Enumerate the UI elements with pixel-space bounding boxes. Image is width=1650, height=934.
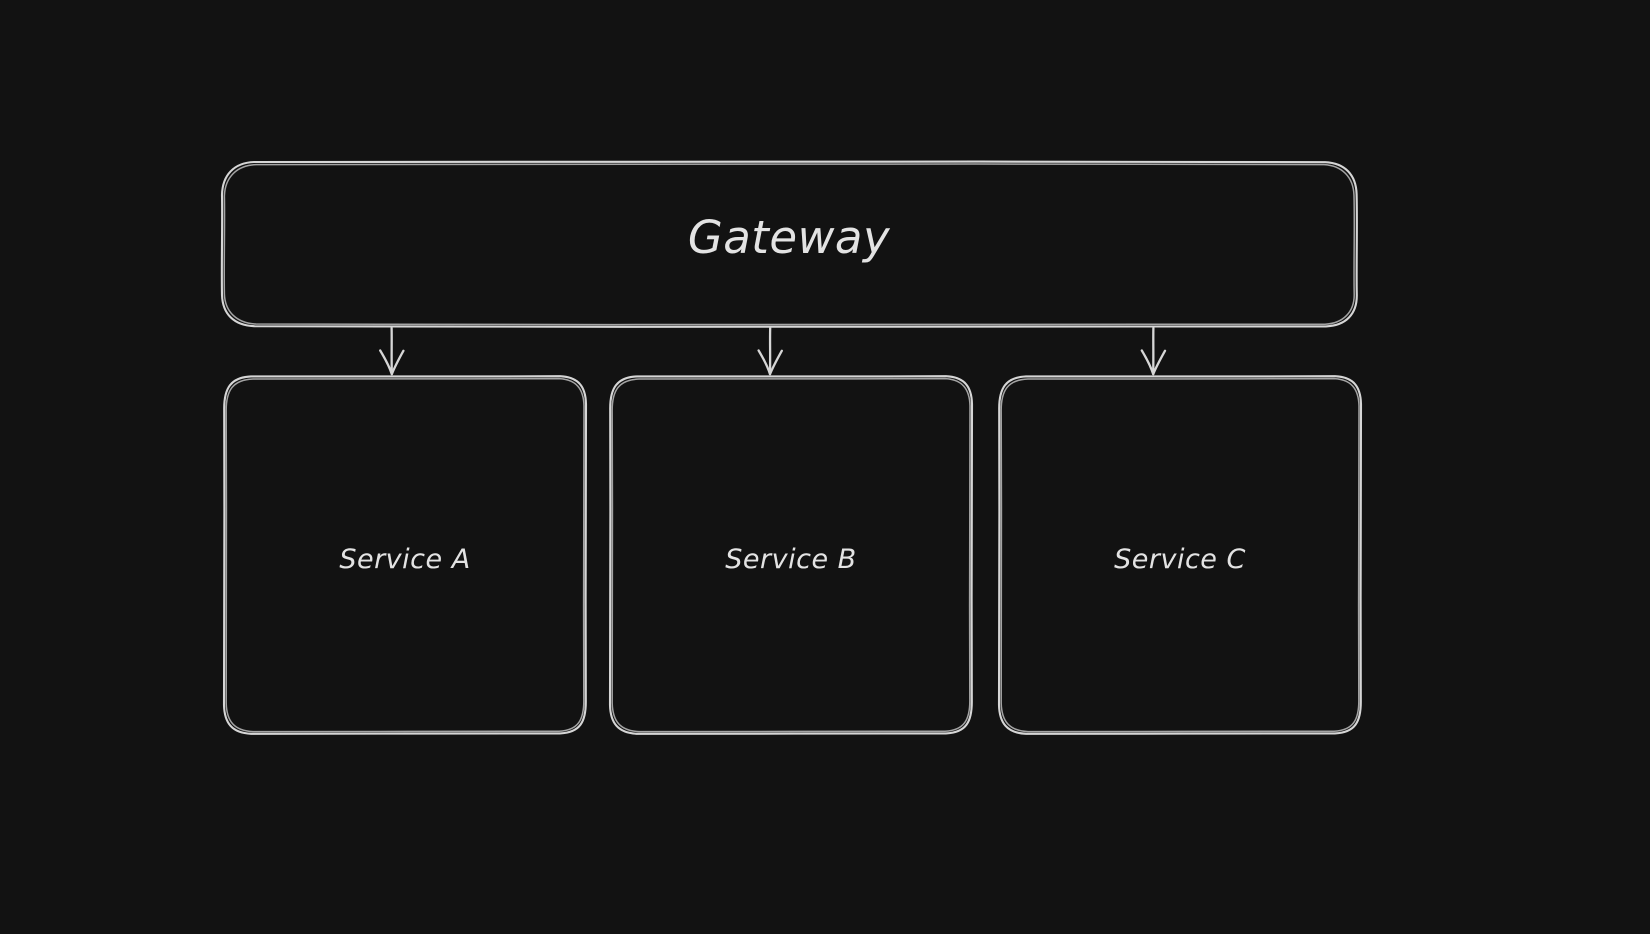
- service-b-box-outline: [608, 375, 974, 735]
- service-a-box-outline-overstroke: [225, 377, 585, 733]
- edge-gateway-service-c[interactable]: [1140, 326, 1167, 376]
- node-label-service-b: Service B: [725, 544, 857, 575]
- service-c-box-outline-overstroke: [1000, 377, 1360, 733]
- node-service-c[interactable]: [997, 375, 1363, 735]
- edge-gateway-service-b[interactable]: [757, 326, 783, 376]
- gateway-box-outline-overstroke: [223, 163, 1356, 326]
- edge-gateway-service-b-arrowhead: [757, 349, 783, 376]
- node-service-a[interactable]: [222, 375, 588, 735]
- service-a-box-outline: [222, 375, 588, 735]
- service-b-box-outline-overstroke: [611, 377, 971, 733]
- service-c-box-outline: [997, 375, 1363, 735]
- gateway-box-outline: [220, 160, 1358, 328]
- edge-gateway-service-c-arrowhead: [1140, 349, 1167, 376]
- node-gateway[interactable]: [220, 160, 1358, 328]
- node-label-service-c: Service C: [1114, 544, 1246, 575]
- edge-gateway-service-a-arrowhead: [379, 349, 405, 376]
- edge-gateway-service-a[interactable]: [379, 326, 405, 376]
- node-label-gateway: Gateway: [687, 211, 891, 264]
- node-service-b[interactable]: [608, 375, 974, 735]
- node-label-service-a: Service A: [339, 544, 471, 575]
